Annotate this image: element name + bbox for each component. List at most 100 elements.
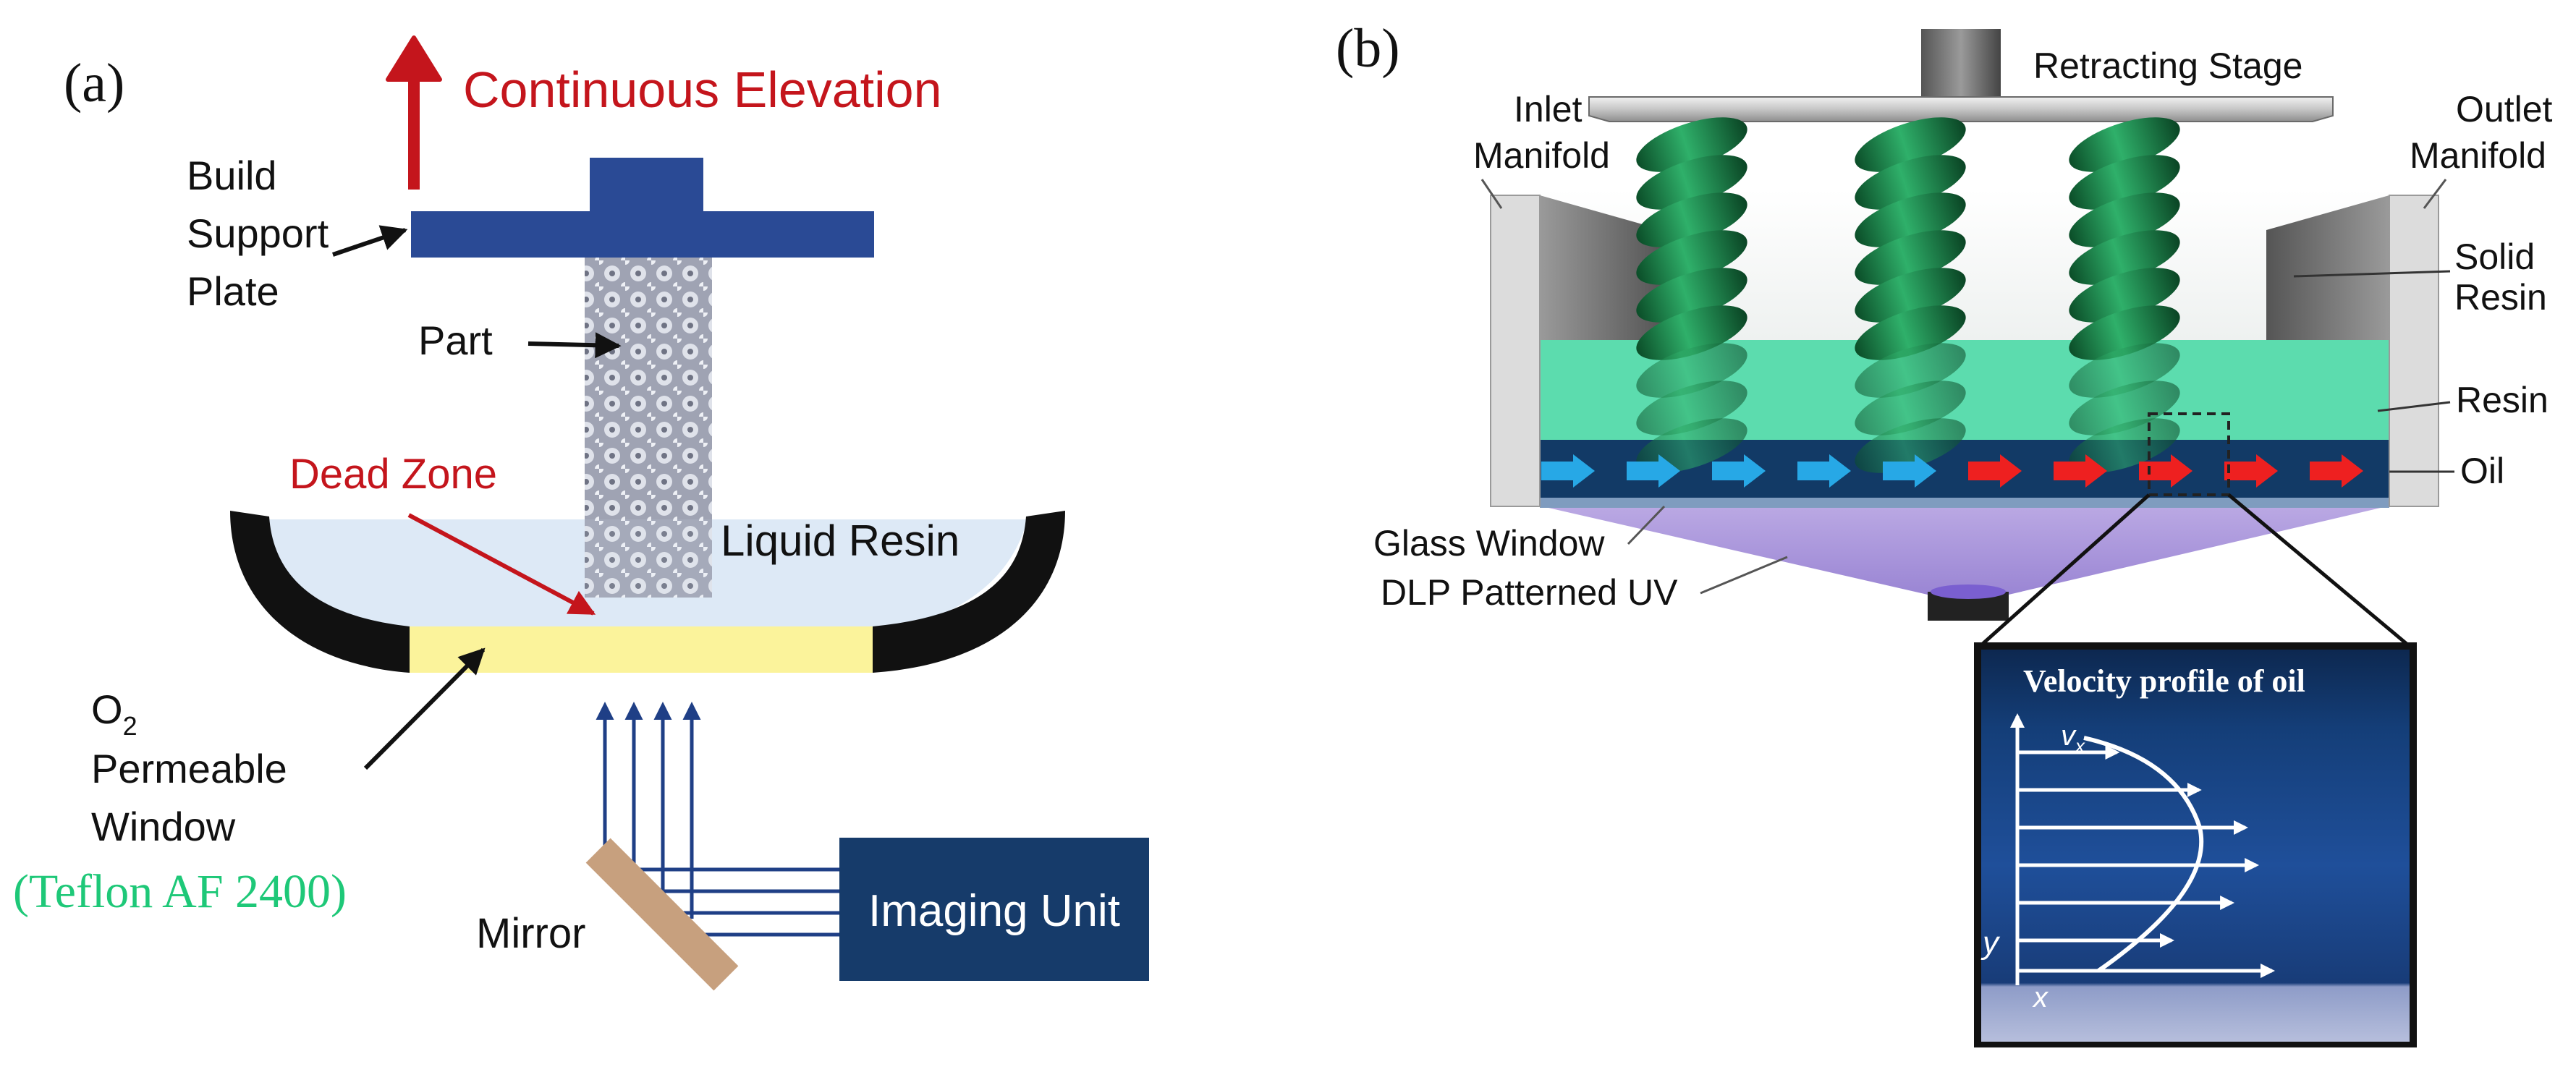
helix-3-turn: [2069, 155, 2180, 210]
helix-2-turn: [1855, 305, 1966, 360]
inlet-label-1: Inlet: [1514, 89, 1583, 129]
helix-2-turn: [1855, 117, 1966, 172]
glass-window-pointer: [1627, 505, 1666, 545]
window-label-sub: 2: [123, 711, 137, 741]
helix-3-turn: [2069, 381, 2180, 435]
resin-pointer: [2377, 401, 2451, 412]
inset-vx-sub: x: [2074, 735, 2085, 757]
outlet-manifold-block: [2266, 195, 2389, 340]
helix-3-turn: [2069, 117, 2180, 172]
oil-arrow-10: [2310, 454, 2363, 488]
uv-pointer: [1700, 556, 1788, 595]
inlet-label-2: Manifold: [1473, 135, 1610, 176]
dead-zone-label: Dead Zone: [289, 451, 497, 498]
helix-1-turn: [1636, 381, 1747, 435]
part-in-resin: [585, 519, 712, 598]
inset-x-label: x: [2032, 982, 2049, 1013]
build-plate-label-3: Plate: [187, 268, 279, 314]
zoom-box: [2148, 412, 2230, 496]
window-material-label: (Teflon AF 2400): [13, 865, 347, 918]
helix-1-turn: [1636, 230, 1747, 285]
inset-title: Velocity profile of oil: [2023, 663, 2305, 699]
oil-flow-arrows: [1541, 454, 2363, 488]
imaging-unit: [839, 838, 1149, 981]
helix-1-turn: [1636, 117, 1747, 172]
inlet-manifold-wall: [1490, 195, 1541, 507]
window-label-2: Permeable: [91, 746, 287, 791]
vat-wall-left: [230, 511, 410, 673]
velocity-vectors: [2017, 745, 2260, 948]
stage-post: [1921, 29, 2001, 98]
helix-2-turn: [1855, 230, 1966, 285]
retracting-stage: [1588, 96, 2334, 122]
oil-arrow-4: [1797, 454, 1851, 488]
helix-3-turn: [2069, 305, 2180, 360]
velocity-inset: Velocity profile of oil vx y x: [1974, 642, 2417, 1047]
inlet-manifold-block: [1540, 195, 1663, 340]
oil-label: Oil: [2460, 451, 2504, 491]
panel-b-tag: (b): [1336, 18, 1400, 79]
oil-arrow-5: [1883, 454, 1936, 488]
outlet-label-2: Manifold: [2410, 135, 2546, 176]
window-label-o2: O2: [91, 686, 137, 741]
helix-1-turn: [1636, 305, 1747, 360]
panel-a: (a) Continuous Elevation Build Support P…: [13, 35, 1149, 991]
oil-arrow-3: [1712, 454, 1766, 488]
helix-1-turn: [1636, 192, 1747, 247]
helix-2-turn: [1855, 155, 1966, 210]
vat-wall-right: [873, 511, 1065, 673]
solid-resin-label-2: Resin: [2454, 277, 2547, 318]
part-label: Part: [418, 318, 493, 363]
helix-1-turn: [1636, 155, 1747, 210]
uv-beam: [1548, 508, 2381, 595]
uv-label: DLP Patterned UV: [1381, 572, 1678, 613]
window-label-o: O: [91, 686, 123, 732]
build-plate: [411, 211, 874, 258]
build-plate-pointer: [332, 225, 408, 257]
helix-2-turn: [1855, 192, 1966, 247]
panel-b: (b) Retracting Stage Inlet Manifold Outl…: [1336, 18, 2553, 1047]
oil-arrow-7: [2054, 454, 2107, 488]
elevation-arrowhead: [386, 35, 442, 82]
helix-2-turn: [1855, 418, 1966, 473]
velocity-profile-curve: [2083, 736, 2204, 973]
dead-zone-pointer: [407, 513, 596, 616]
elevation-label: Continuous Elevation: [463, 61, 942, 118]
mirror: [585, 838, 739, 991]
inset-background: [1981, 650, 2410, 1042]
outlet-pointer: [2423, 179, 2447, 209]
helix-2-turn: [1855, 381, 1966, 435]
panel-a-tag: (a): [64, 53, 124, 114]
glass-window: [1540, 498, 2389, 508]
helix-parts: [1636, 117, 2180, 473]
oil-arrow-2: [1627, 454, 1680, 488]
oil-arrow-9: [2224, 454, 2278, 488]
helix-2-turn: [1855, 268, 1966, 323]
helix-1-turn: [1636, 343, 1747, 398]
light-beams: [596, 702, 839, 937]
imaging-unit-label: Imaging Unit: [868, 886, 1120, 936]
glass-window-label: Glass Window: [1373, 523, 1605, 564]
helix-3-turn: [2069, 343, 2180, 398]
retracting-stage-label: Retracting Stage: [2033, 46, 2302, 86]
zoom-connector-left: [1981, 493, 2151, 645]
inset-vx-v: v: [2061, 720, 2077, 752]
solid-resin-label-1: Solid: [2454, 237, 2535, 277]
outlet-manifold-wall: [2389, 195, 2439, 507]
helix-3-turn: [2069, 268, 2180, 323]
liquid-resin-label: Liquid Resin: [721, 517, 959, 565]
oil-arrow-6: [1968, 454, 2022, 488]
build-plate-label-1: Build: [187, 153, 277, 198]
helix-3-turn: [2069, 192, 2180, 247]
helix-3-turn: [2069, 230, 2180, 285]
inset-vx-label: vx: [2061, 720, 2085, 757]
resin-label: Resin: [2456, 380, 2549, 420]
projector-lens: [1931, 584, 2006, 599]
oil-arrow-1: [1541, 454, 1595, 488]
permeable-window: [410, 626, 873, 673]
helix-1-turn: [1636, 268, 1747, 323]
outlet-label-1: Outlet: [2456, 89, 2553, 129]
zoom-connector-right: [2227, 493, 2408, 645]
oil-arrow-8: [2139, 454, 2192, 488]
